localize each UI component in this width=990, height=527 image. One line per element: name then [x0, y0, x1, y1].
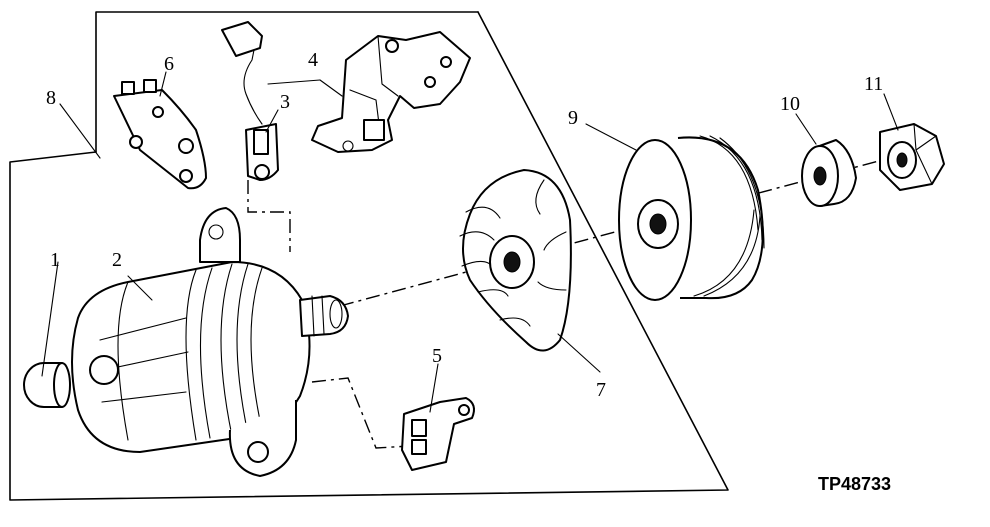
callout-1: 1 [50, 249, 60, 271]
regulator-bracket-icon [311, 31, 471, 153]
callout-9: 9 [568, 107, 578, 129]
assembly-outline [9, 11, 729, 501]
callout-7: 7 [596, 379, 606, 401]
callout-5: 5 [432, 345, 442, 367]
alternator-housing-icon [71, 207, 349, 477]
callout-8: 8 [46, 87, 56, 109]
callout-2: 2 [112, 249, 122, 271]
callout-4: 4 [308, 49, 318, 71]
callout-6: 6 [164, 53, 174, 75]
callout-11: 11 [864, 73, 883, 95]
pulley-icon [618, 135, 765, 301]
fan-icon [459, 169, 572, 352]
voltage-regulator-icon [113, 79, 207, 190]
callout-labels: 1 2 3 4 5 6 7 8 9 10 11 [46, 49, 883, 401]
callout-10: 10 [780, 93, 800, 115]
figure-code: TP48733 [818, 474, 891, 494]
cap-icon [23, 362, 71, 408]
leader-lines [41, 71, 899, 413]
brush-holder-icon [221, 21, 279, 181]
callout-3: 3 [280, 91, 290, 113]
spacer-icon [801, 139, 857, 207]
nut-icon [879, 123, 945, 191]
centerlines [247, 149, 921, 449]
terminal-clip-icon [401, 397, 475, 471]
